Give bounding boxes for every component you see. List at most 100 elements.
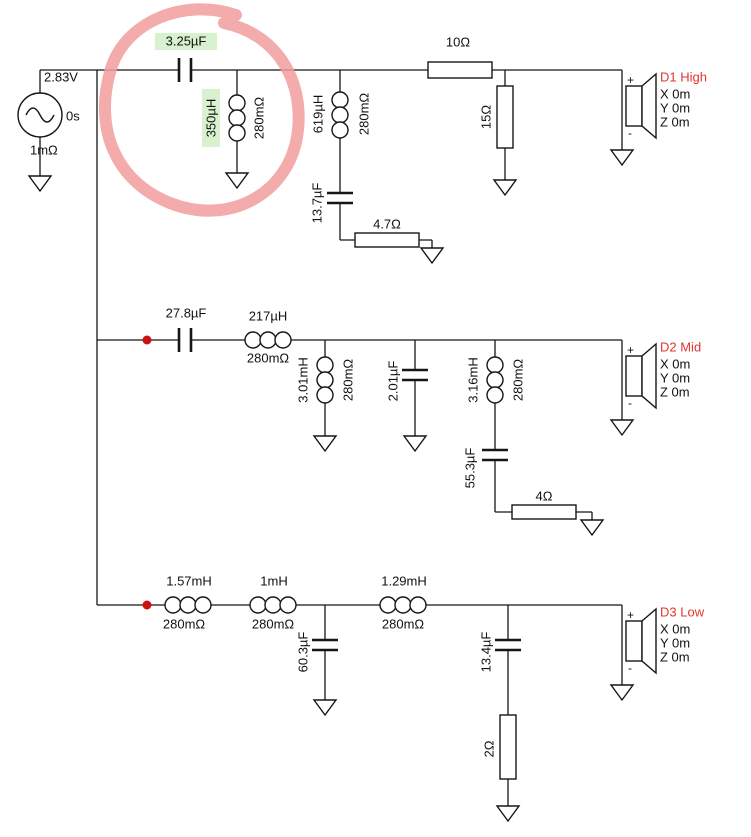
driver-d3-minus-label: - [628,661,632,675]
annotation-circle [98,3,305,217]
coil-icon [379,596,427,614]
driver-d2-plus-label: + [627,343,634,357]
coil-icon [244,331,292,349]
coil-icon [486,356,504,404]
mid-notch-ground-icon [580,511,604,536]
driver-d1-y-label: Y 0m [660,101,690,116]
high-shunt-resistor[interactable] [496,70,514,172]
mid-shunt-capacitor[interactable] [402,340,428,428]
source-ground-icon [28,167,52,192]
low-series-inductor-1-label: 1.57mH [166,574,212,589]
low-series-inductor-2-res-label: 280mΩ [252,617,295,632]
node-dot-mid [142,335,152,345]
driver-d2-y-label: Y 0m [660,371,690,386]
mid-shunt-inductor-res-label: 280mΩ [341,359,356,402]
driver-d3[interactable] [621,605,657,677]
speaker-magnet [625,355,643,397]
source-impedance-label: 1mΩ [30,143,58,158]
low-shunt-capacitor-1-ground-icon [313,691,337,716]
coil-icon [228,94,246,142]
driver-d1[interactable] [621,70,657,142]
resistor-body [511,504,577,520]
driver-d2-ground-icon [610,411,634,436]
low-series-inductor-3-res-label: 280mΩ [382,617,425,632]
mid-notch-branch[interactable] [482,340,592,520]
high-series-capacitor-label: 3.25µF [166,34,207,49]
low-series-inductor-2-label: 1mH [260,574,287,589]
driver-d1-minus-label: - [628,126,632,140]
speaker-magnet [625,85,643,127]
driver-d1-z-label: Z 0m [660,115,690,130]
mid-shunt-capacitor-label: 2.01µF [386,361,401,402]
low-series-inductor-3-label: 1.29mH [381,574,427,589]
driver-d1-plus-label: + [627,73,634,87]
source-voltage-label: 2.83V [44,70,78,85]
high-notch-ground-icon [420,239,444,264]
resistor-body [499,714,517,780]
high-shunt-inductor-res-label: 280mΩ [252,97,267,140]
driver-d3-ground-icon [610,676,634,701]
driver-d3-y-label: Y 0m [660,636,690,651]
mid-shunt-inductor[interactable] [316,340,334,428]
low-rc-branch[interactable] [495,605,521,798]
high-shunt-resistor-label: 15Ω [479,105,494,129]
driver-d2-x-label: X 0m [660,357,690,372]
speaker-cone-icon [641,72,657,140]
driver-d1-name-label: D1 High [660,70,707,85]
driver-d3-z-label: Z 0m [660,650,690,665]
low-series-inductor-1-res-label: 280mΩ [163,617,206,632]
inductor-label-highlight [202,89,220,147]
driver-d2-minus-label: - [628,396,632,410]
high-shunt-inductor-ground-icon [225,164,249,189]
driver-d2-name-label: D2 Mid [660,340,701,355]
speaker-cone-icon [641,342,657,410]
coil-icon [164,596,212,614]
coil-icon [316,356,334,404]
low-shunt-capacitor-1-label: 60.3µF [296,632,311,673]
driver-d3-x-label: X 0m [660,622,690,637]
mid-shunt-capacitor-ground-icon [403,427,427,452]
mid-inductor3-label: 3.16mH [466,357,481,403]
mid-series-capacitor-label: 27.8µF [166,306,207,321]
high-resistor2-label: 4.7Ω [373,217,401,232]
high-shunt-resistor-ground-icon [493,171,517,196]
high-shunt-inductor[interactable] [202,70,246,165]
mid-inductor3-res-label: 280mΩ [511,359,526,402]
driver-d2-z-label: Z 0m [660,385,690,400]
mid-series-inductor-res-label: 280mΩ [247,351,290,366]
high-series-capacitor[interactable] [155,33,217,82]
resistor-body [354,232,420,248]
high-notch-branch[interactable] [327,70,432,248]
high-inductor2-label: 619µH [311,95,326,134]
source-time-label: 0s [66,109,80,124]
mid-capacitor3-label: 55.3µF [463,448,478,489]
low-resistor2-label: 2Ω [482,740,497,757]
driver-d2[interactable] [621,340,657,412]
low-series-inductor-3[interactable] [379,596,427,614]
high-series-resistor-label: 10Ω [446,35,470,50]
mid-series-inductor[interactable] [244,331,292,349]
low-series-inductor-2[interactable] [249,596,297,614]
low-shunt-capacitor-2-label: 13.4µF [479,632,494,673]
node-dot-low [142,600,152,610]
mid-resistor3-label: 4Ω [536,489,553,504]
high-capacitor2-label: 13.7µF [310,183,325,224]
sine-icon [25,107,55,123]
mid-series-capacitor[interactable] [177,328,193,352]
low-shunt-capacitor-1[interactable] [312,605,338,692]
low-series-inductor-1[interactable] [164,596,212,614]
driver-d3-name-label: D3 Low [660,605,705,620]
coil-icon [331,91,349,139]
speaker-cone-icon [641,607,657,675]
mid-shunt-inductor-label: 3.01mH [296,357,311,403]
mid-series-inductor-label: 217µH [249,309,288,324]
speaker-magnet [625,620,643,662]
driver-d1-x-label: X 0m [660,87,690,102]
driver-d3-plus-label: + [627,608,634,622]
high-series-resistor[interactable] [427,61,493,79]
mid-shunt-inductor-ground-icon [313,427,337,452]
low-rc-ground-icon [496,797,520,822]
voltage-source[interactable] [17,70,63,168]
